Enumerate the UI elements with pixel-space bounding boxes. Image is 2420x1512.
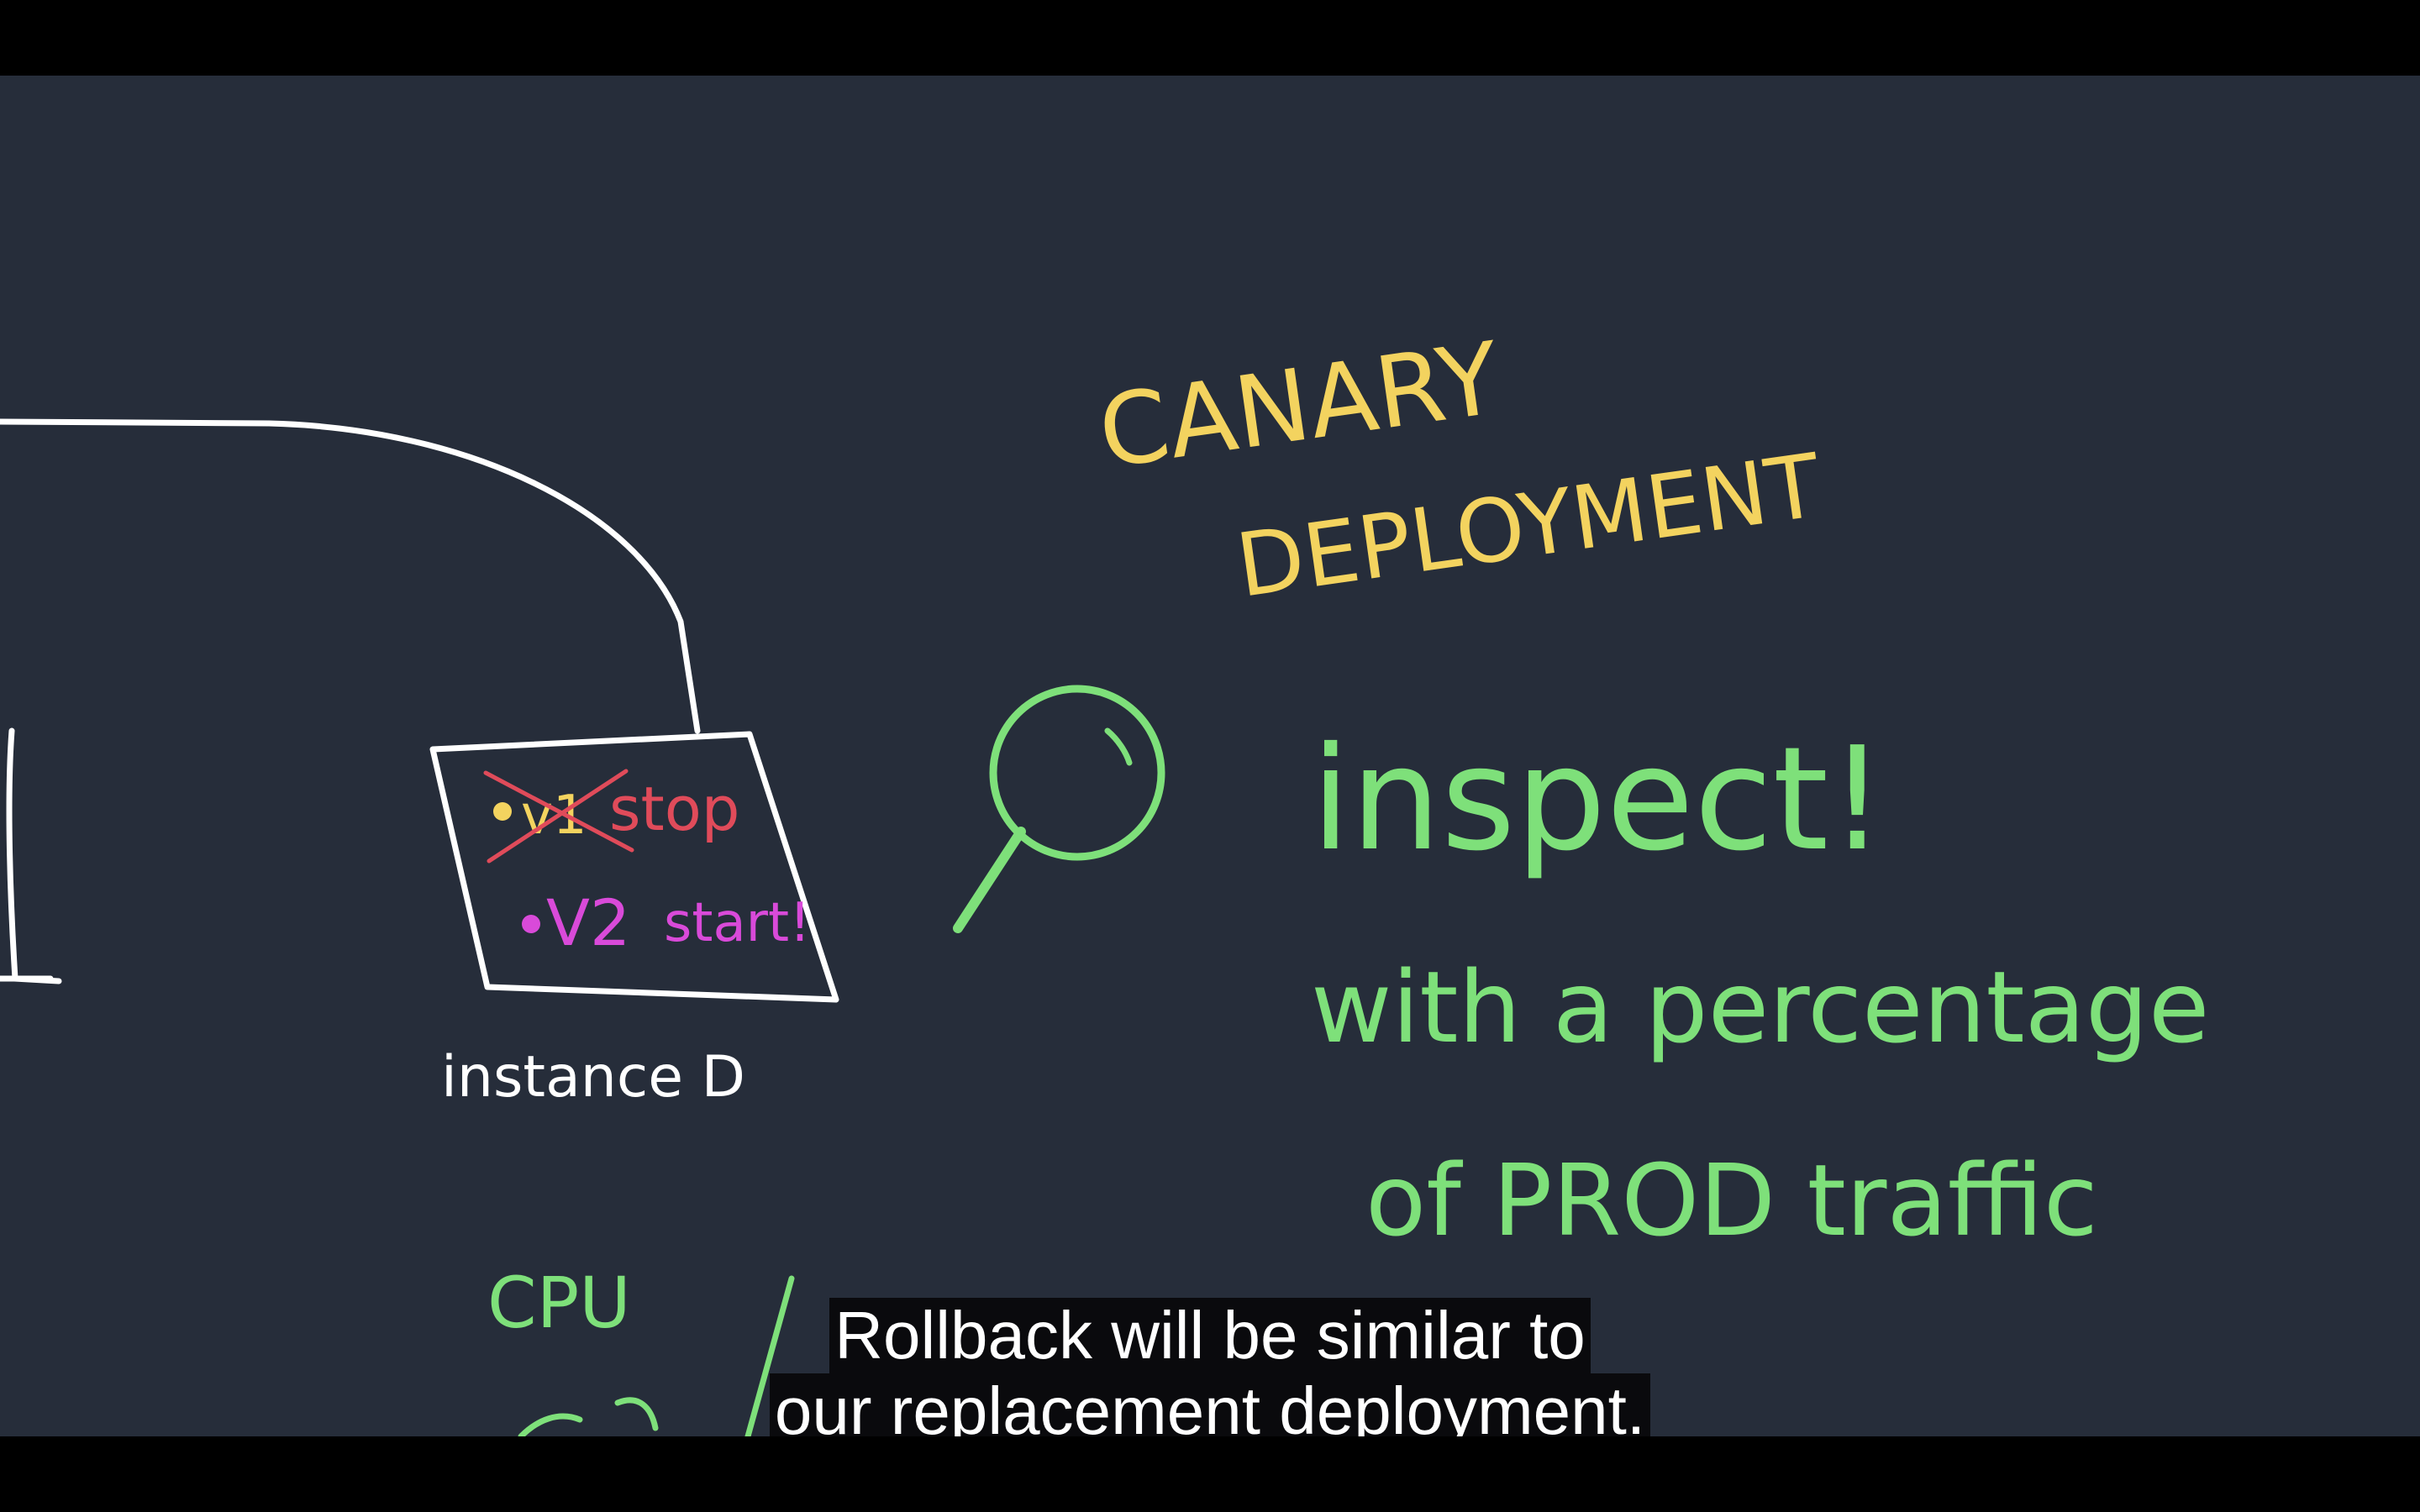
green-stroke (744, 1275, 795, 1436)
cpu-label: CPU (487, 1262, 631, 1344)
chalkboard: v1 stop V2 start! instance D CANARY DEPL… (0, 76, 2420, 1436)
board-drawing: v1 stop V2 start! instance D CANARY DEPL… (0, 320, 2209, 1436)
left-instance-box-edge (0, 727, 62, 984)
subtitle-line1: Rollback will be similar to (829, 1298, 1591, 1373)
percentage-line1: with a percentage (1311, 949, 2209, 1065)
subtitle-overlay: Rollback will be similar to our replacem… (0, 1298, 2420, 1449)
connector-curve (0, 418, 701, 734)
letterbox-bottom (0, 1436, 2420, 1512)
box-item1-version: v1 (521, 785, 587, 847)
inspect-text: inspect! (1311, 717, 1886, 883)
bullet-v2 (522, 915, 540, 933)
bullet-v1 (493, 802, 512, 821)
box-item2-action: start! (664, 892, 811, 954)
title-group: CANARY DEPLOYMENT (1092, 320, 1827, 617)
title-line2: DEPLOYMENT (1230, 434, 1827, 617)
title-line1: CANARY (1092, 320, 1507, 491)
instance-label: instance D (441, 1044, 745, 1110)
percentage-line2: of PROD traffic (1365, 1142, 2098, 1258)
green-squiggle (518, 1397, 659, 1436)
box-item1-action: stop (609, 774, 740, 844)
strike-x (483, 769, 634, 864)
magnifying-glass-icon (953, 685, 1165, 933)
instance-box (429, 731, 839, 1003)
box-item2-version: V2 (546, 885, 630, 960)
letterbox-top (0, 0, 2420, 76)
